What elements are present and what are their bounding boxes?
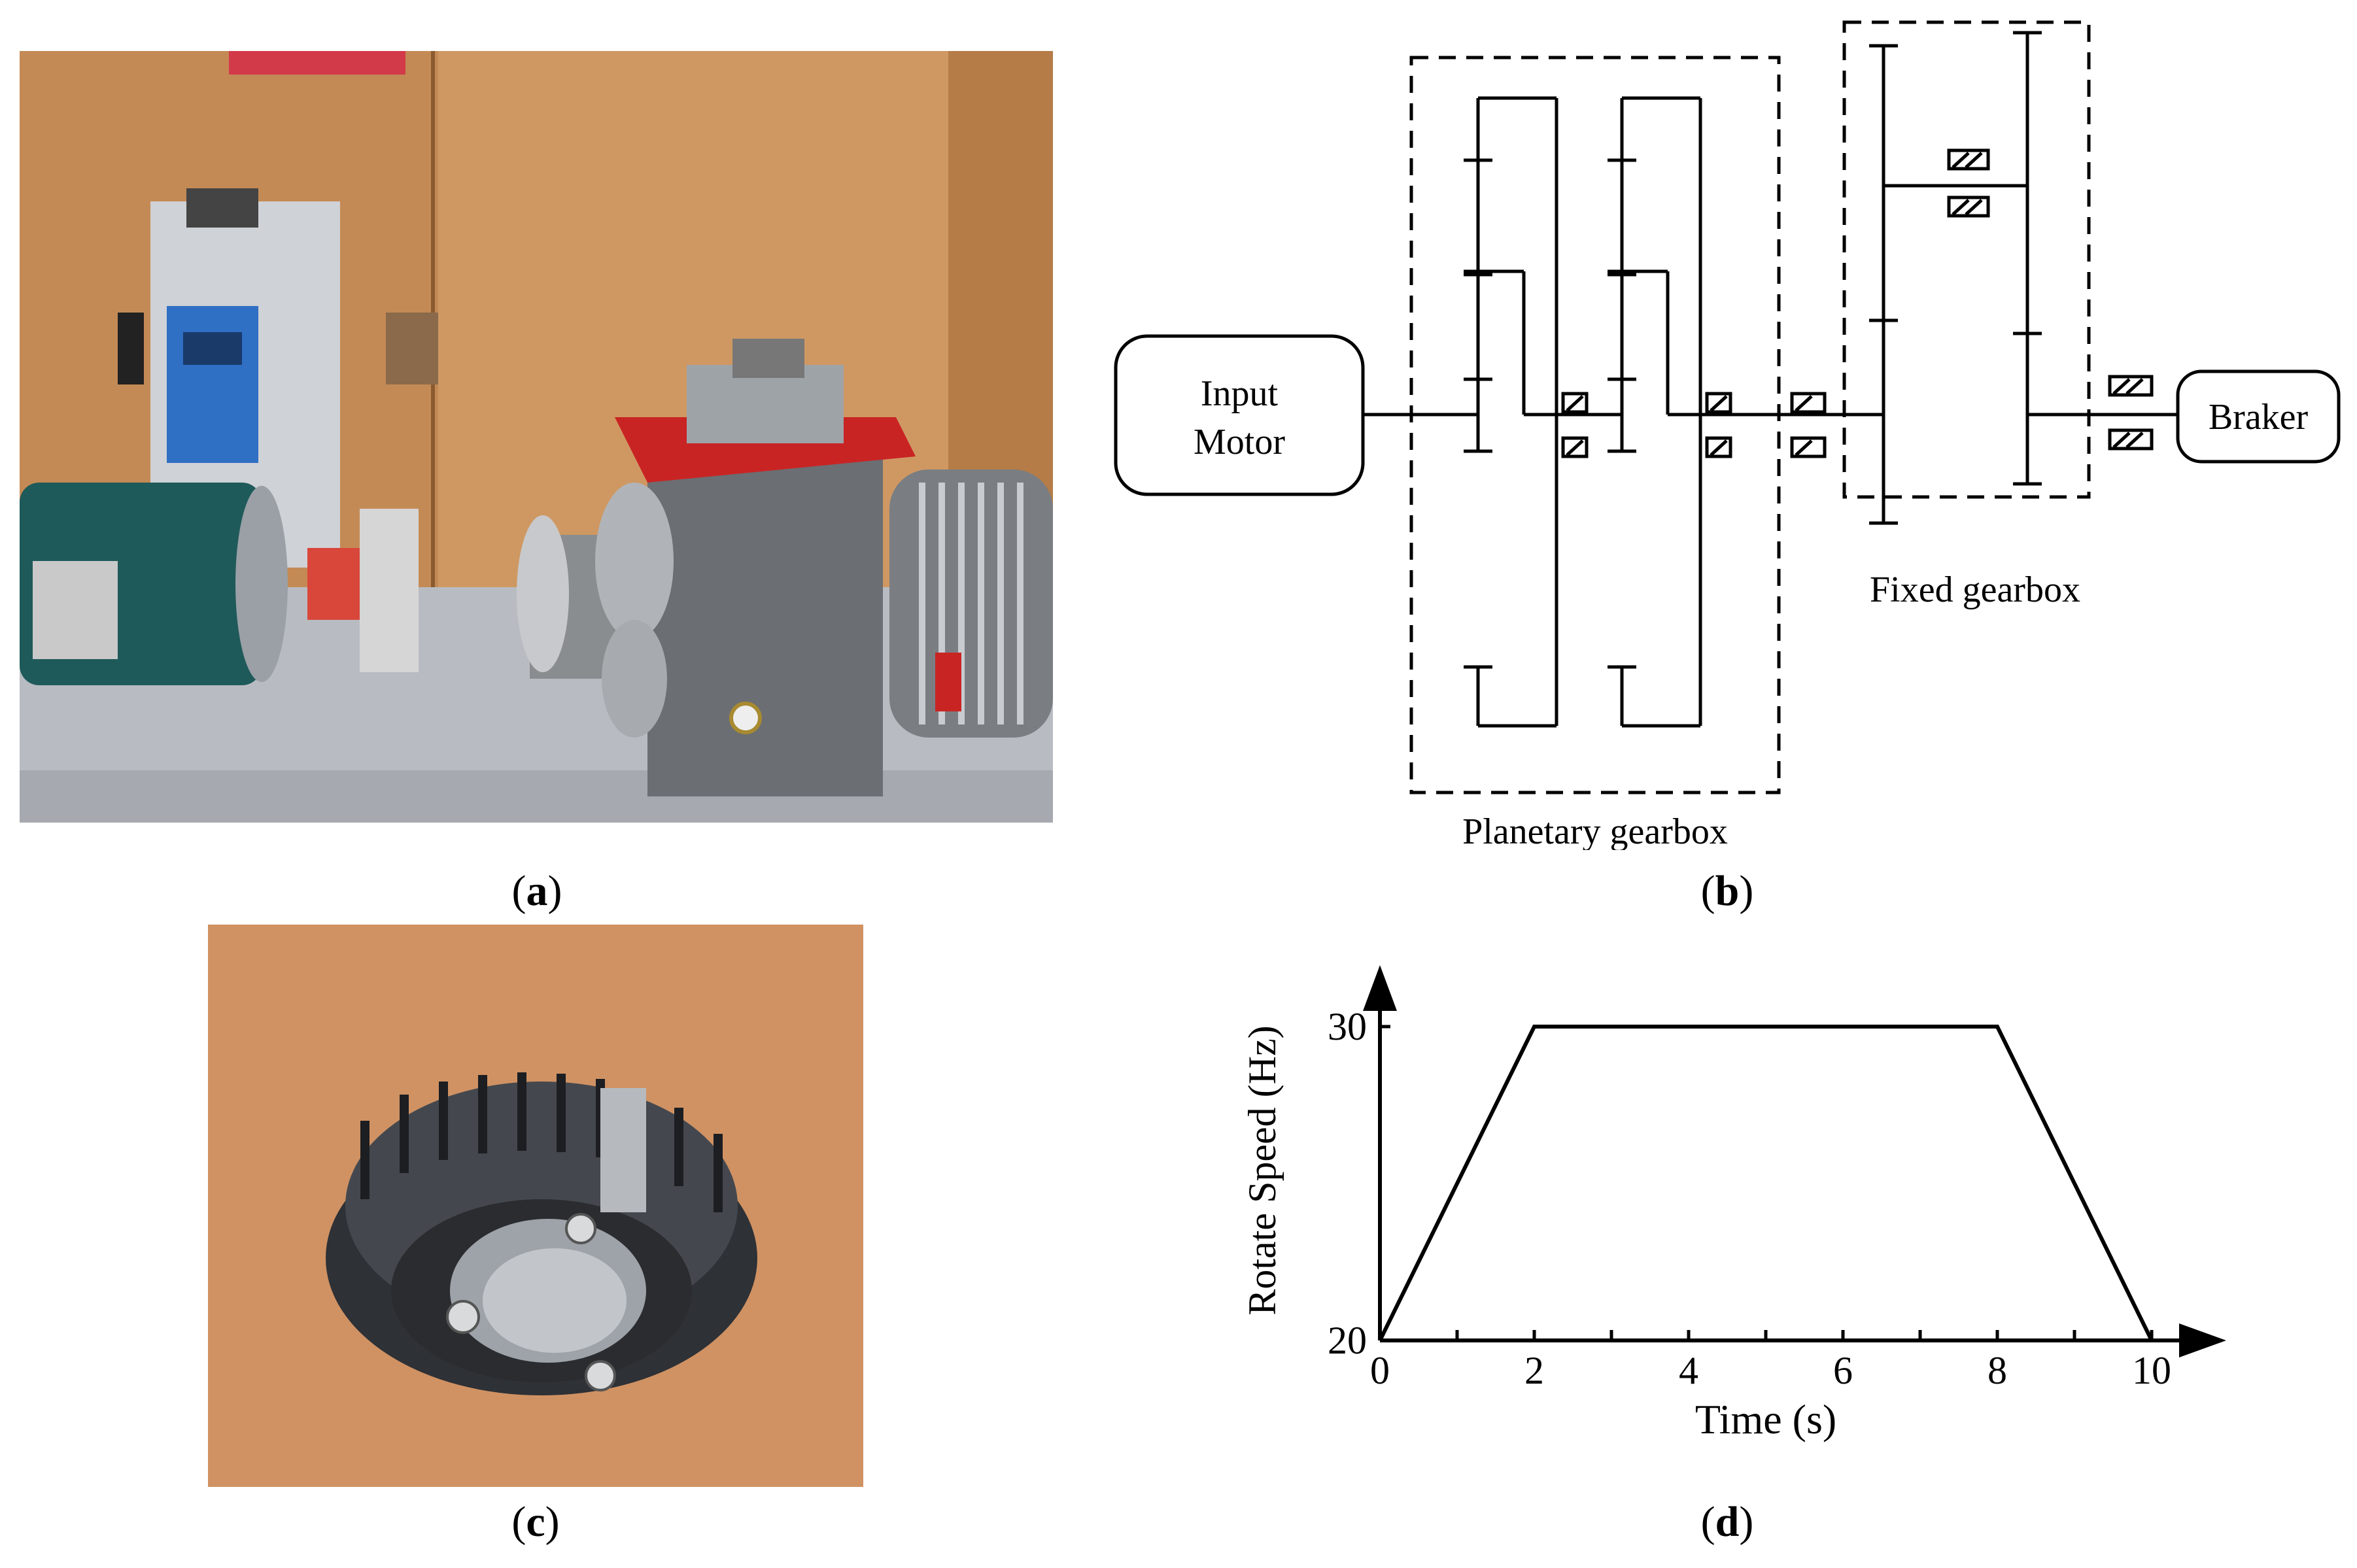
series-line xyxy=(1378,1025,2154,1342)
caption-c: (c) xyxy=(511,1498,560,1546)
x-tick-label: 8 xyxy=(1987,1349,2007,1392)
fixed-gearbox-label: Fixed gearbox xyxy=(1870,570,2080,610)
y-tick-label: 20 xyxy=(1328,1319,1367,1362)
planetary-gearbox-label: Planetary gearbox xyxy=(1462,811,1728,850)
x-axis-arrow xyxy=(2179,1323,2226,1357)
input-motor-box xyxy=(1114,334,1365,496)
braker-box xyxy=(2176,369,2341,464)
planetary-gearbox-box xyxy=(1409,56,1781,794)
y-axis-label: Rotate Speed (Hz) xyxy=(1241,1025,1284,1315)
caption-b: (b) xyxy=(1700,867,1754,915)
x-tick-label: 0 xyxy=(1370,1349,1390,1392)
x-tick-label: 2 xyxy=(1524,1349,1544,1392)
photo-gear xyxy=(208,925,863,1487)
input-motor-label-1: Input xyxy=(1201,373,1279,414)
x-tick-label: 4 xyxy=(1679,1349,1698,1392)
schematic-diagram: Input Motor Planetary gearbox xyxy=(1105,13,2357,852)
braker-label: Braker xyxy=(2209,397,2309,437)
caption-d: (d) xyxy=(1700,1498,1754,1546)
x-tick-label: 6 xyxy=(1833,1349,1853,1392)
y-axis-arrow xyxy=(1363,965,1397,1011)
x-tick-label: 10 xyxy=(2132,1349,2171,1392)
y-tick-label: 30 xyxy=(1328,1005,1367,1048)
input-motor-label-2: Motor xyxy=(1194,422,1285,462)
photo-test-rig xyxy=(20,51,1053,823)
speed-chart: 0 2 4 6 8 10 20 30 Time (s) Rotate Speed (Hz) xyxy=(1230,955,2237,1465)
caption-a: (a) xyxy=(511,867,562,915)
x-axis-label: Time (s) xyxy=(1695,1396,1836,1442)
fixed-gearbox-box xyxy=(1842,20,2091,499)
